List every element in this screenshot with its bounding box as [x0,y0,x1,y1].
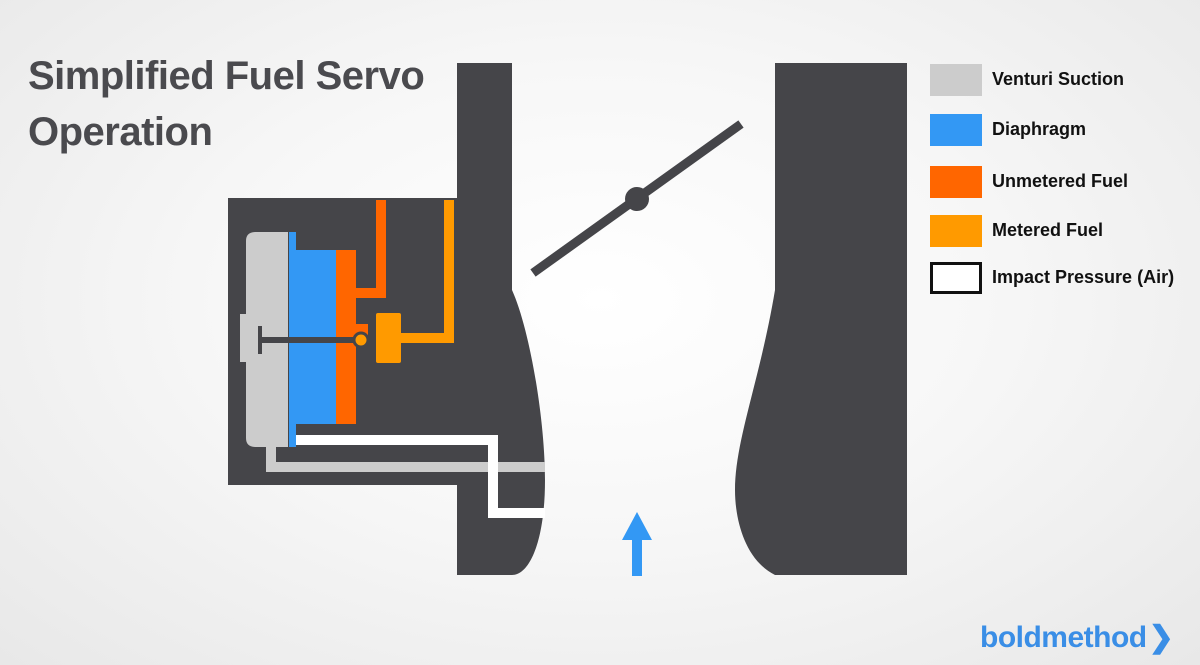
impact-pressure-swatch [930,262,982,294]
diaphragm-swatch [930,114,982,146]
legend-label-impact-pressure: Impact Pressure (Air) [992,267,1175,287]
venturi-suction-swatch [930,64,982,96]
brand-name: boldmethod [980,621,1147,654]
legend-label-diaphragm: Diaphragm [992,119,1087,139]
title-line-2: Operation [28,110,213,154]
boldmethod-logo: boldmethod❯ [980,620,1174,656]
metered-fuel-line [376,200,454,343]
legend-label-unmetered-fuel: Unmetered Fuel [992,171,1129,191]
legend-label-venturi-suction: Venturi Suction [992,69,1125,89]
diaphragm-stem [260,337,360,343]
right-venturi-wall [735,63,907,575]
up-arrow-icon [622,512,652,576]
throttle-shaft [625,187,649,211]
brand-chevron-icon: ❯ [1148,621,1174,654]
title-line-1: Simplified Fuel Servo [28,54,425,98]
legend-label-metered-fuel: Metered Fuel [992,220,1104,240]
legend-item-venturi-suction: Venturi Suction [930,64,1190,96]
fuel-valve-ball [352,331,370,349]
diagram-title: Simplified Fuel Servo Operation [28,48,448,160]
metered-fuel-swatch [930,215,982,247]
venturi-suction-line [266,447,545,472]
impact-pressure-line [296,435,545,518]
legend-item-unmetered-fuel: Unmetered Fuel [930,166,1190,198]
metered-fuel-valve-body [376,313,401,363]
unmetered-fuel-chamber [336,200,386,424]
unmetered-fuel-swatch [930,166,982,198]
legend-item-impact-pressure: Impact Pressure (Air) [930,262,1190,294]
legend-item-metered-fuel: Metered Fuel [930,215,1190,247]
legend-item-diaphragm: Diaphragm [930,114,1190,146]
